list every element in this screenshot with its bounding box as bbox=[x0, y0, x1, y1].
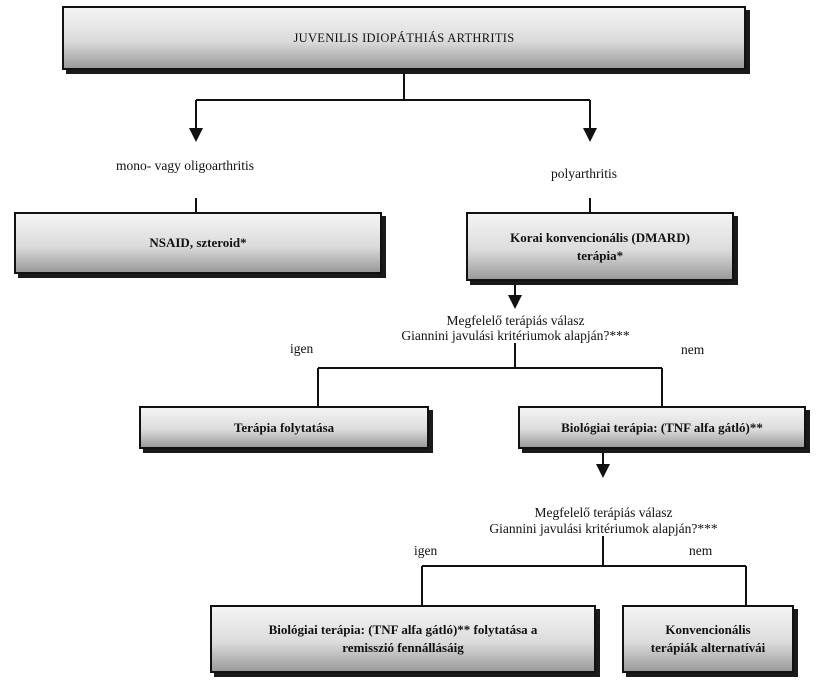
biologic-continue-line2: remisszió fennállásáig bbox=[342, 640, 464, 655]
dmard-box: Korai konvencionális (DMARD) terápia* bbox=[466, 212, 734, 281]
branch-label-poly: polyarthritis bbox=[551, 166, 617, 181]
question1-line2: Giannini javulási kritériumok alapján?**… bbox=[401, 328, 630, 343]
conventional-alternatives-line2: terápiák alternatívái bbox=[650, 640, 766, 655]
question1-no-label: nem bbox=[681, 342, 705, 357]
arrowhead-icon bbox=[508, 295, 522, 309]
continue-therapy-box: Terápia folytatása bbox=[139, 406, 429, 449]
arrowhead-icon bbox=[596, 464, 610, 478]
branch-label-mono: mono- vagy oligoarthritis bbox=[116, 158, 254, 173]
biologic-continue-line1: Biológiai terápia: (TNF alfa gátló)** fo… bbox=[268, 622, 538, 637]
arrowhead-icon bbox=[583, 128, 597, 142]
dmard-label-line2: terápia* bbox=[576, 247, 624, 263]
root-box: JUVENILIS IDIOPÁTHIÁS ARTHRITIS bbox=[62, 6, 746, 70]
biologic-therapy-box: Biológiai terápia: (TNF alfa gátló)** bbox=[518, 406, 806, 449]
nsaid-label: NSAID, szteroid* bbox=[149, 235, 247, 250]
question2-line2: Giannini javulási kritériumok alapján?**… bbox=[489, 521, 718, 536]
continue-therapy-label: Terápia folytatása bbox=[233, 419, 335, 435]
question2-yes-label: igen bbox=[414, 543, 438, 558]
arrowhead-icon bbox=[189, 128, 203, 142]
nsaid-box: NSAID, szteroid* bbox=[14, 212, 382, 274]
biologic-continue-box: Biológiai terápia: (TNF alfa gátló)** fo… bbox=[210, 605, 596, 673]
biologic-therapy-label: Biológiai terápia: (TNF alfa gátló)** bbox=[561, 419, 763, 435]
conventional-alternatives-line1: Konvencionális bbox=[665, 622, 751, 637]
question2-line1: Megfelelő terápiás válasz bbox=[534, 505, 673, 520]
question1-yes-label: igen bbox=[290, 341, 314, 356]
conventional-alternatives-box: Konvencionális terápiák alternatívái bbox=[622, 605, 794, 673]
question2-no-label: nem bbox=[689, 543, 713, 558]
root-title: JUVENILIS IDIOPÁTHIÁS ARTHRITIS bbox=[293, 31, 515, 45]
question1-line1: Megfelelő terápiás válasz bbox=[446, 313, 585, 328]
dmard-label-line1: Korai konvencionális (DMARD) bbox=[510, 229, 690, 245]
